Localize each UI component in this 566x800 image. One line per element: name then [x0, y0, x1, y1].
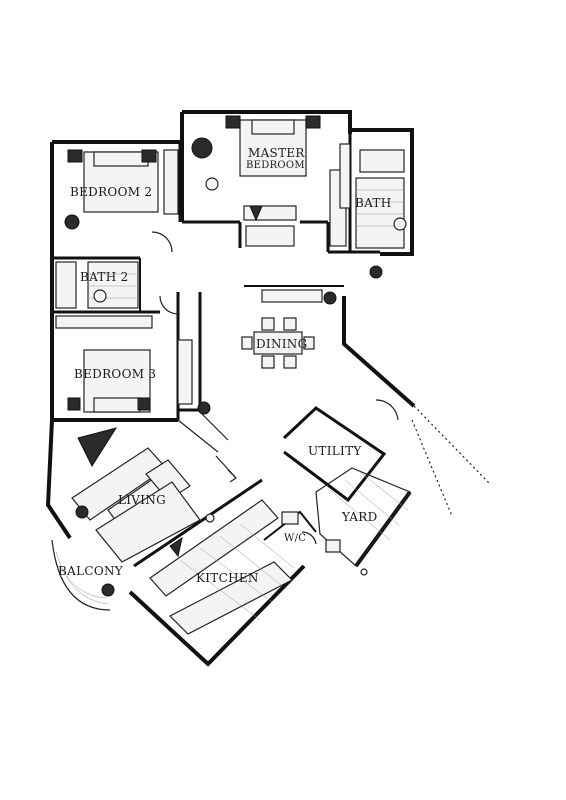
kitchen-label: KITCHEN [196, 571, 259, 585]
living-label: LIVING [118, 493, 166, 507]
exterior-walls [45, 110, 491, 667]
master-label-line1: MASTER [248, 146, 305, 160]
master-label-line2: BEDROOM [246, 160, 305, 171]
yard-label: YARD [341, 510, 378, 524]
bath-2-fixtures [55, 261, 139, 309]
bath-2-label: BATH 2 [80, 270, 129, 284]
master-bedroom-furniture [191, 115, 347, 247]
kitchen-counters [149, 499, 295, 635]
wc-label: W/C [284, 533, 306, 544]
dining-set [241, 289, 337, 369]
bedroom-2-label: BEDROOM 2 [70, 185, 152, 199]
bedroom-3-label: BEDROOM 3 [74, 367, 156, 381]
balcony-area [51, 539, 115, 611]
door-swings [151, 231, 399, 545]
bedroom-2-bed [64, 149, 179, 230]
yard-area [281, 467, 411, 576]
dining-label: DINING [256, 337, 308, 351]
utility-label: UTILITY [308, 444, 362, 458]
master-bath-fixtures [339, 143, 407, 279]
balcony-label: BALCONY [58, 564, 124, 578]
living-furniture [71, 427, 237, 563]
bedroom-3-bed [55, 315, 211, 415]
bath-label: BATH [355, 196, 392, 210]
